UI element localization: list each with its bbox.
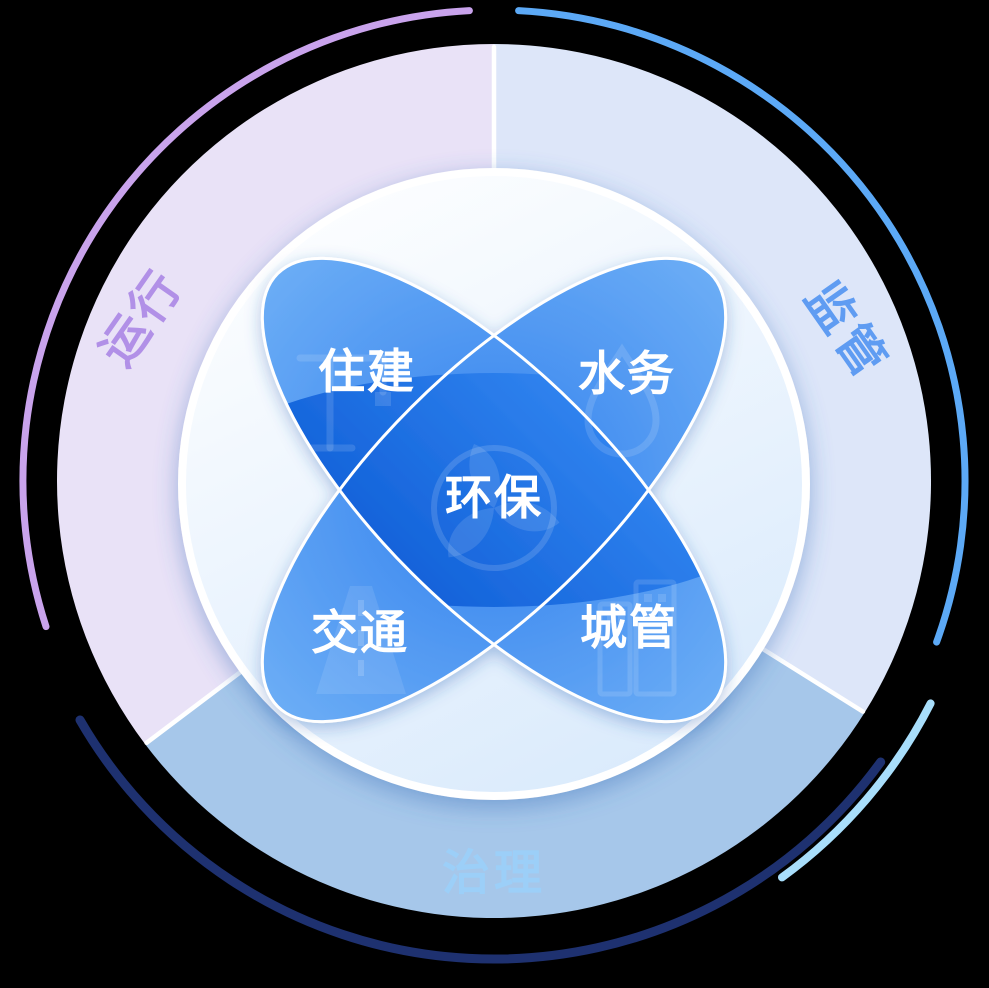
sector-dividers (144, 44, 866, 746)
divider-bottom-left (144, 666, 248, 746)
water-drop-icon (584, 343, 660, 458)
leaf-badge-icon (431, 444, 560, 571)
cyan-arc (778, 699, 935, 882)
label-jiaotong: 交通 (311, 606, 409, 659)
blue-arc (515, 7, 969, 646)
label-shuiwu: 水务 (578, 347, 676, 400)
crane-icon (296, 354, 402, 452)
petal-outline-b (260, 256, 728, 724)
petal-outlines (260, 256, 728, 724)
label-huanbao: 环保 (445, 471, 543, 524)
petal-labels: 住建 水务 交通 城管 环保 (311, 345, 678, 659)
buildings-icon (597, 579, 677, 697)
road-icon (316, 586, 406, 694)
label-zhili: 治理 (442, 847, 546, 900)
petal-outline-a (260, 256, 728, 724)
label-zhujian: 住建 (318, 345, 416, 398)
petal-flower (260, 256, 728, 724)
divider-bottom-right (756, 644, 866, 714)
decor-arcs (19, 7, 969, 964)
petal-icons (296, 343, 677, 697)
navy-arc (75, 715, 886, 964)
label-chengguan: 城管 (580, 601, 678, 654)
purple-arc (19, 7, 473, 631)
